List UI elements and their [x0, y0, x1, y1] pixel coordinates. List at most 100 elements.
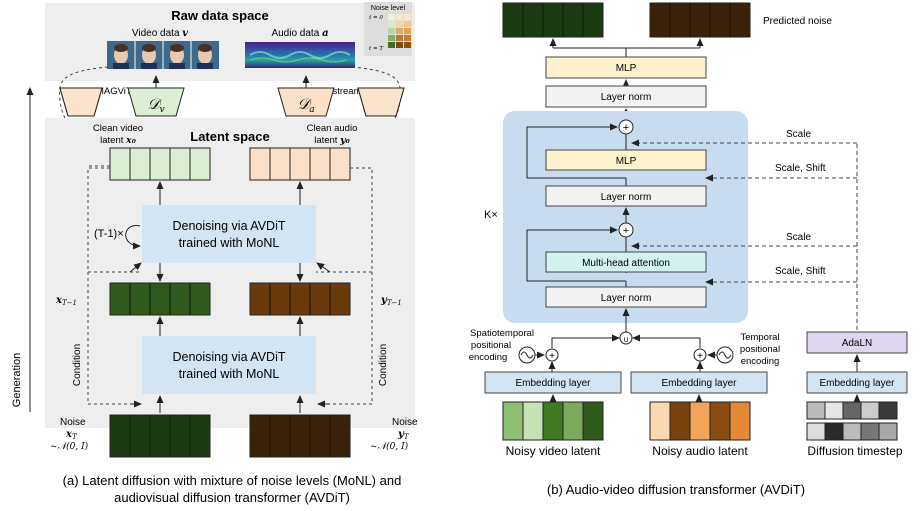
- residual-skip-2: [526, 226, 626, 282]
- embedding-time-block: [806, 371, 908, 394]
- magvit-label: MAGViT-v2: [96, 86, 144, 97]
- svg-text:yT: yT: [397, 429, 410, 441]
- svg-text:Multi-head attention: Multi-head attention: [582, 258, 670, 269]
- svg-text:Denoising via AVDiT: Denoising via AVDiT: [172, 219, 285, 233]
- svg-text:+: +: [623, 122, 629, 134]
- predicted-video-noise: [502, 2, 604, 38]
- svg-text:MLP: MLP: [616, 156, 637, 167]
- svg-text:Layer norm: Layer norm: [601, 192, 652, 203]
- layer-norm-bot-block: [545, 286, 707, 308]
- x-t-minus-1-label: xT−1: [55, 295, 77, 307]
- layer-norm-mid-block: [545, 185, 707, 207]
- audio-noise-latent: [249, 414, 351, 458]
- svg-text:trained with MoNL: trained with MoNL: [179, 236, 280, 250]
- noisy-audio-latent: [649, 401, 751, 441]
- video-noise-latent: [109, 414, 211, 458]
- scale-label-2: Scale: [786, 232, 811, 243]
- svg-text:positional: positional: [740, 344, 780, 355]
- svg-text:Embedding layer: Embedding layer: [819, 378, 895, 389]
- diffusion-timestep-grid: [806, 401, 898, 441]
- svg-text:+: +: [549, 351, 555, 362]
- clean-video-latent: [109, 147, 211, 181]
- scale-label-1: Scale: [786, 129, 811, 140]
- y-t-minus-1-label: yT−1: [380, 295, 402, 307]
- noise-left-label: Noise: [60, 417, 86, 428]
- svg-text:𝒟a: 𝒟a: [297, 95, 314, 115]
- svg-text:Layer norm: Layer norm: [601, 92, 652, 103]
- audio-data-label: Audio data a: [271, 28, 328, 39]
- svg-text:xT: xT: [65, 429, 78, 441]
- noise-left-dist: ~𝒩(0, I): [50, 441, 89, 452]
- svg-text:encoding: encoding: [741, 356, 780, 367]
- residual-skip-1: [526, 123, 626, 179]
- condition-lines: [87, 165, 373, 405]
- mlp-block: [545, 149, 707, 171]
- svg-text:𝒟v: 𝒟v: [147, 95, 164, 115]
- condition-label-left: Condition: [72, 344, 83, 386]
- clean-audio-latent: [249, 147, 351, 181]
- adaln-block: [806, 331, 908, 354]
- repeat-loop-arrow: [125, 225, 141, 250]
- scale-shift-label-1: Scale, Shift: [775, 163, 826, 174]
- predicted-audio-noise: [649, 2, 751, 38]
- audio-latent-t-minus-1: [249, 282, 351, 316]
- svg-text:t = T: t = T: [369, 46, 383, 52]
- raw-data-space-title: Raw data space: [171, 8, 269, 23]
- audio-spectrogram-image: [245, 42, 355, 68]
- denoise-block-bottom: Denoising via AVDiT trained with MoNL: [142, 336, 316, 394]
- k-repeat-label: K×: [484, 209, 498, 221]
- generation-label: Generation: [11, 353, 23, 407]
- audio-decoder: 𝒟a: [277, 87, 335, 117]
- svg-text:Denoising via AVDiT: Denoising via AVDiT: [172, 350, 285, 364]
- svg-text:positional: positional: [471, 340, 511, 351]
- layer-norm-top-block: [545, 85, 707, 108]
- adaln-conditioning-lines: [636, 142, 858, 330]
- svg-text:t = 0: t = 0: [369, 15, 383, 21]
- latent-space-title: Latent space: [190, 129, 269, 144]
- svg-text:Embedding layer: Embedding layer: [661, 378, 737, 389]
- svg-text:AdaLN: AdaLN: [842, 338, 873, 349]
- output-split-arrows: [549, 38, 704, 57]
- multi-head-attention-block: [545, 251, 707, 273]
- repeat-label: (T-1)×: [94, 228, 124, 240]
- svg-text:latent x₀: latent x₀: [100, 135, 137, 146]
- noise-right-label: Noise: [392, 417, 418, 428]
- embedding-video-block: [484, 371, 622, 394]
- svg-text:Layer norm: Layer norm: [601, 293, 652, 304]
- clean-audio-latent-label: Clean audio: [307, 123, 358, 134]
- embedding-audio-block: [630, 371, 768, 394]
- temporal-label: Temporal: [740, 332, 779, 343]
- noise-right-dist: ~𝒩(0, I): [370, 441, 409, 452]
- svg-text:Embedding layer: Embedding layer: [515, 378, 591, 389]
- top-output-arrows: [156, 181, 304, 205]
- predicted-noise-label: Predicted noise: [763, 16, 832, 27]
- svg-text:MLP: MLP: [616, 63, 637, 74]
- svg-text:∪: ∪: [623, 335, 629, 344]
- video-frames-image: [107, 41, 219, 69]
- video-latent-t-minus-1: [109, 282, 211, 316]
- mlp-top-block: [545, 56, 707, 79]
- panel-b: Predicted noise MLP Layer norm K× + MLP …: [469, 2, 908, 497]
- diffusion-timestep-label: Diffusion timestep: [807, 444, 902, 458]
- svg-text:trained with MoNL: trained with MoNL: [179, 367, 280, 381]
- panel-a: Raw data space Video data v Audio data a: [11, 2, 418, 505]
- svg-text:+: +: [697, 351, 703, 362]
- noisy-audio-label: Noisy audio latent: [652, 444, 748, 458]
- svg-text:encoding: encoding: [469, 352, 508, 363]
- denoise-block-top: Denoising via AVDiT trained with MoNL: [142, 205, 316, 263]
- caption-a-line2: audiovisual diffusion transformer (AVDiT…: [114, 490, 350, 505]
- noisy-video-latent: [502, 401, 604, 441]
- svg-text:+: +: [623, 225, 629, 237]
- scale-shift-label-2: Scale, Shift: [775, 266, 826, 277]
- video-decoder: 𝒟v: [127, 87, 185, 117]
- video-data-label: Video data v: [132, 28, 188, 39]
- svg-text:Noise level: Noise level: [371, 5, 406, 12]
- clean-video-latent-label: Clean video: [93, 123, 143, 134]
- noise-level-legend: Noise level t = 0 t = T: [364, 2, 412, 56]
- condition-label-right: Condition: [378, 344, 389, 386]
- spatiotemporal-label: Spatiotemporal: [470, 328, 534, 339]
- caption-a-line1: (a) Latent diffusion with mixture of noi…: [63, 473, 402, 488]
- noisy-video-label: Noisy video latent: [506, 444, 601, 458]
- caption-b: (b) Audio-video diffusion transformer (A…: [547, 482, 805, 497]
